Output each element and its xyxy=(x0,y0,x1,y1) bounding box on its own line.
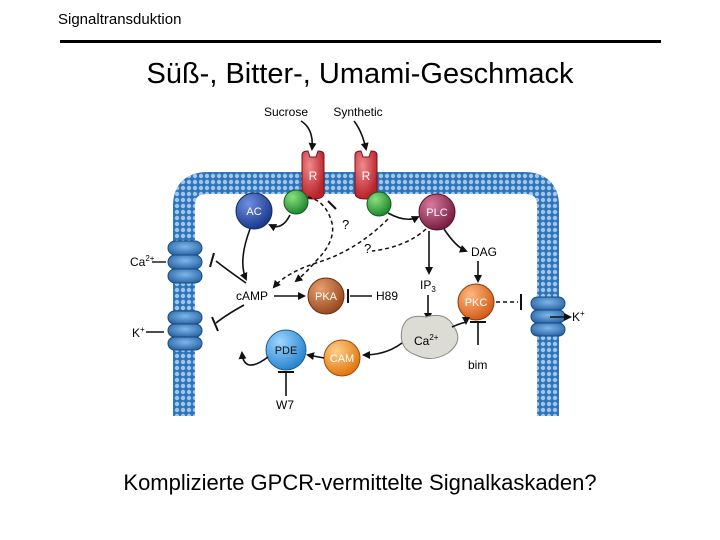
potassium-left-label: K+ xyxy=(132,325,145,340)
svg-text:Ca2+: Ca2+ xyxy=(414,333,439,348)
ip3-label: IP3 xyxy=(420,278,436,294)
receptor-label: R xyxy=(309,169,318,183)
camp-label: cAMP xyxy=(236,289,268,303)
w7-label: W7 xyxy=(276,398,294,412)
bim-label: bim xyxy=(468,358,487,372)
cam-protein: CAM xyxy=(323,339,361,377)
svg-text:PKA: PKA xyxy=(315,291,338,303)
header-section-label: Signaltransduktion xyxy=(58,11,182,28)
potassium-right-label: K+ xyxy=(572,309,585,324)
unknown-marker: ? xyxy=(364,241,371,256)
g-protein-right xyxy=(366,191,392,217)
svg-text:CAM: CAM xyxy=(330,353,354,365)
calcium-channel-label: Ca2+ xyxy=(130,254,155,269)
svg-text:PKC: PKC xyxy=(465,297,488,309)
calcium-internal: Ca2+ xyxy=(400,314,459,359)
plc-enzyme: PLC xyxy=(418,193,456,231)
g-protein-left xyxy=(283,189,309,215)
calcium-channel-left xyxy=(167,240,203,284)
potassium-channel-right xyxy=(530,296,566,337)
slide-title: Süß-, Bitter-, Umami-Geschmack xyxy=(146,58,574,90)
svg-text:PDE: PDE xyxy=(275,345,298,357)
receptor-sucrose: R xyxy=(301,150,325,200)
unknown-marker: ? xyxy=(342,217,349,232)
header-divider xyxy=(60,40,661,43)
receptor-synthetic: R xyxy=(354,150,378,200)
potassium-channel-left xyxy=(167,310,203,351)
signal-pathway-diagram: Sucrose Synthetic R R AC PLC ? ? cAMP PK xyxy=(126,101,594,432)
slide-caption: Komplizierte GPCR-vermittelte Signalkask… xyxy=(123,470,597,495)
pka-enzyme: PKA xyxy=(307,277,345,315)
dag-label: DAG xyxy=(471,245,497,259)
receptor-label: R xyxy=(362,169,371,183)
pde-enzyme: PDE xyxy=(265,329,307,371)
sucrose-label: Sucrose xyxy=(264,105,308,119)
h89-label: H89 xyxy=(376,289,398,303)
synthetic-label: Synthetic xyxy=(333,105,382,119)
svg-text:AC: AC xyxy=(246,206,261,218)
pkc-enzyme: PKC xyxy=(457,283,495,321)
svg-text:PLC: PLC xyxy=(426,207,447,219)
ac-enzyme: AC xyxy=(235,192,273,230)
